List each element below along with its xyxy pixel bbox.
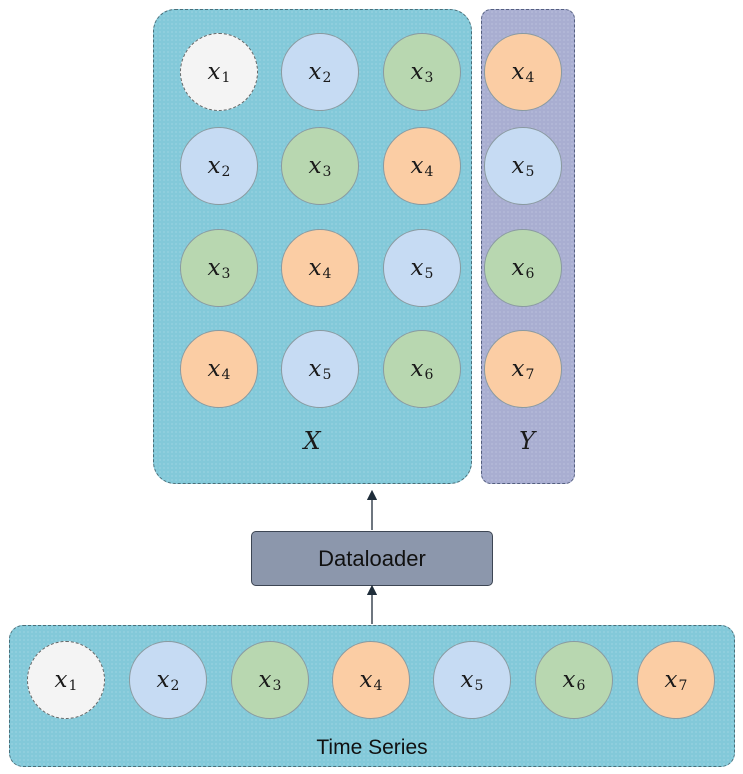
dataloader-box: Dataloader [251,531,493,586]
time-series-label: Time Series [316,736,428,759]
x-label: X [303,427,321,455]
y-label: Y [519,427,535,455]
dataloader-label: Dataloader [318,545,426,571]
